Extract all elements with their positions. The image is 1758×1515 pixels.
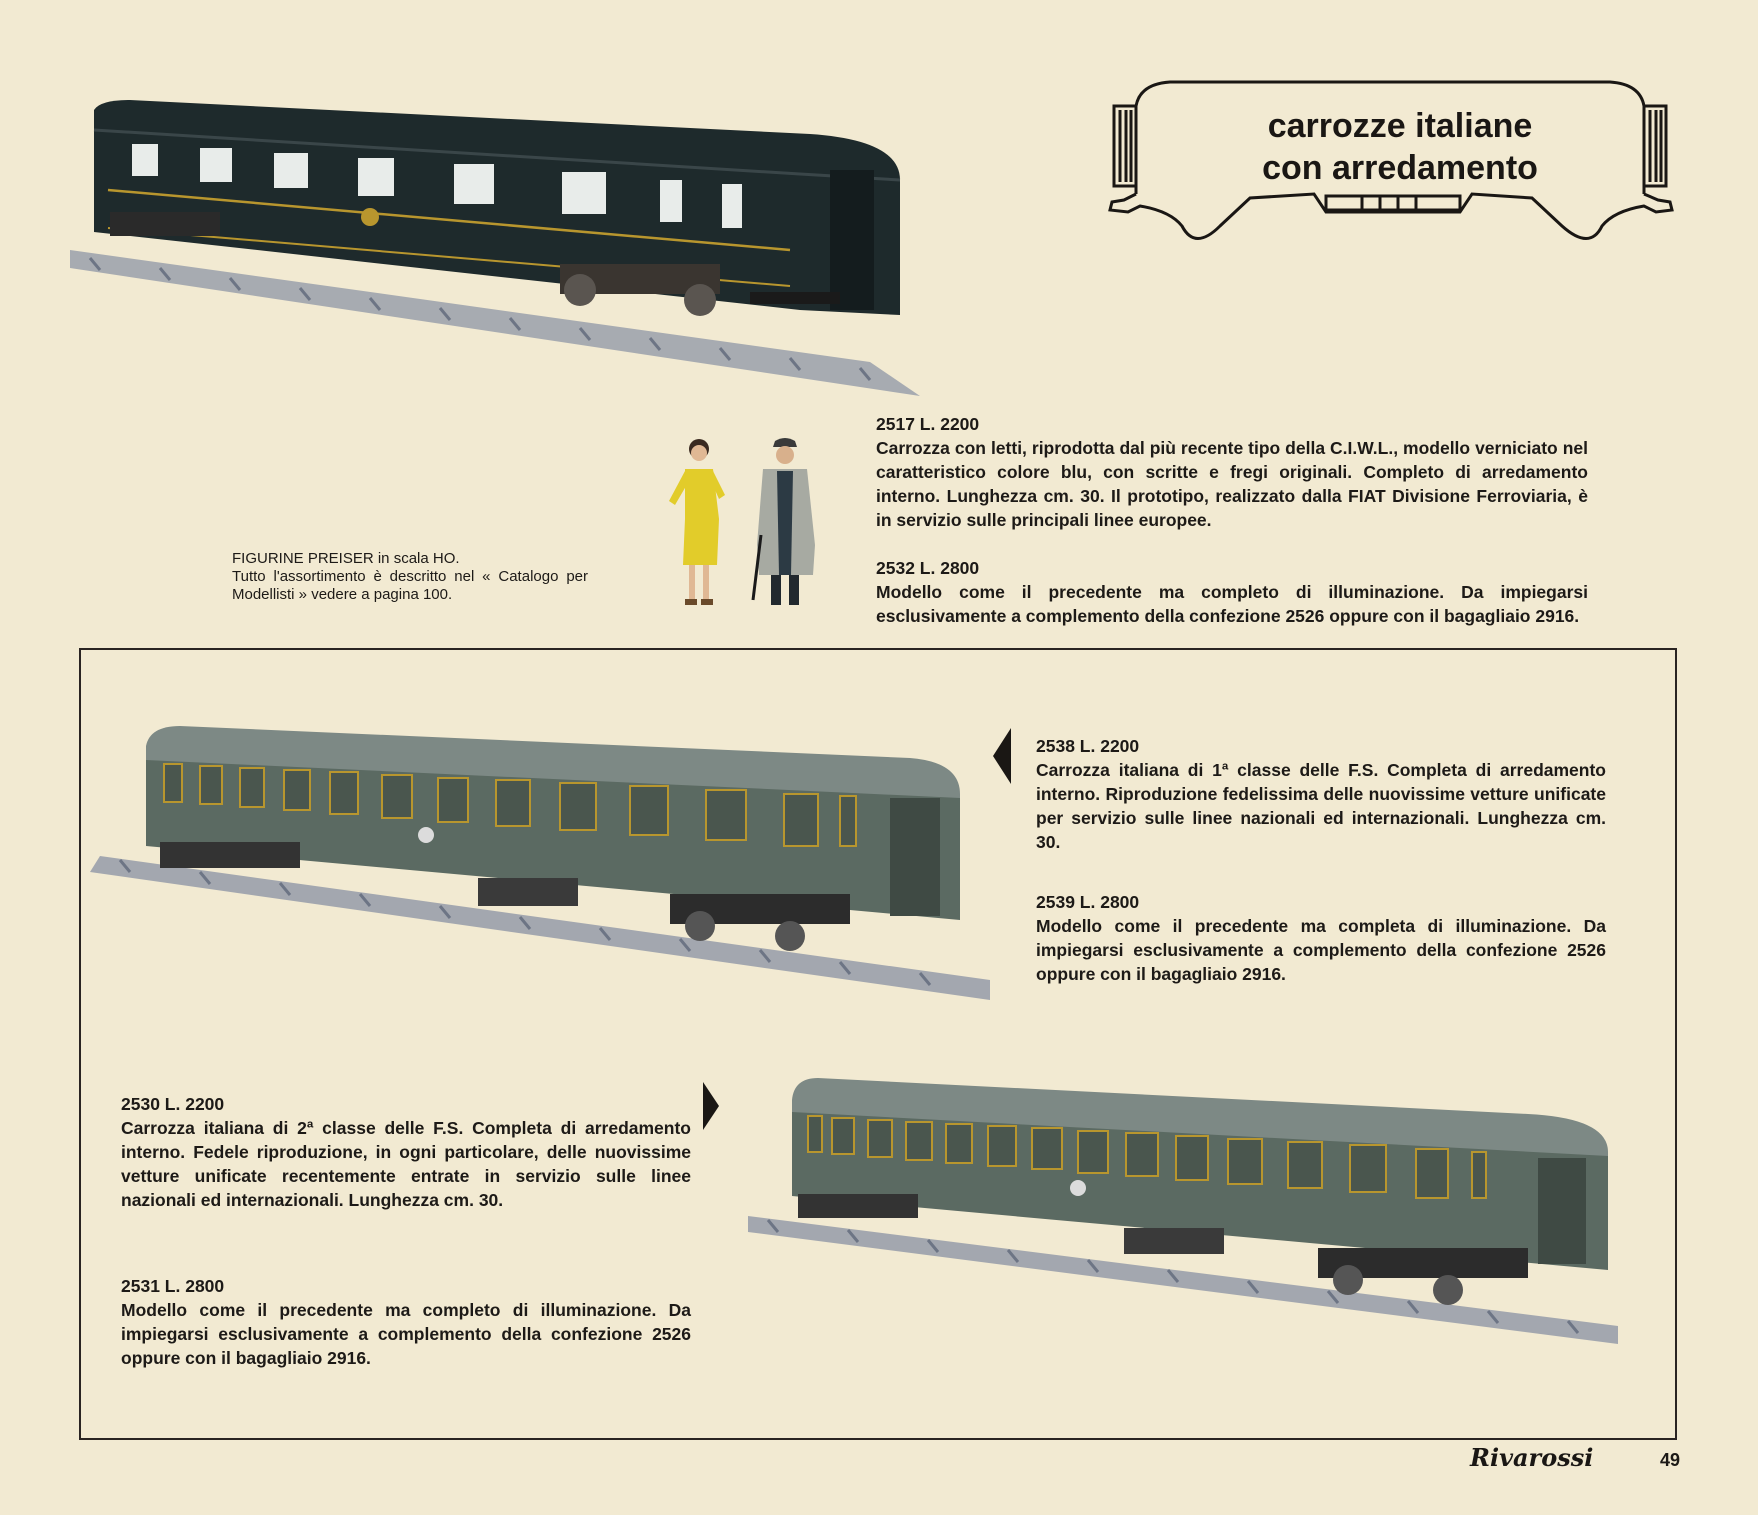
product-description: Carrozza italiana di 2ª classe delle F.S… — [121, 1118, 691, 1210]
figurine-caption-body: Tutto l'assortimento è descritto nel « C… — [232, 568, 588, 603]
coach-outline-emblem — [1108, 80, 1674, 240]
product-code: 2532 L. 2800 — [876, 558, 980, 578]
rivarossi-logo: Rivarossi — [1470, 1443, 1594, 1472]
product-2539: 2539 L. 2800 Modello come il precedente … — [1036, 890, 1606, 986]
figurine-caption: FIGURINE PREISER in scala HO. Tutto l'as… — [232, 550, 588, 604]
preiser-figurines-image — [669, 438, 815, 605]
sleeper-car-image — [70, 100, 920, 396]
product-description: Modello come il precedente ma completa d… — [1036, 916, 1606, 984]
section-title-line1: carrozze italiane — [1267, 107, 1533, 145]
product-2517: 2517 L. 2200 Carrozza con letti, riprodo… — [876, 412, 1588, 532]
first-class-car-image — [90, 726, 990, 1000]
product-description: Modello come il precedente ma completo d… — [121, 1300, 691, 1368]
product-code: 2530 L. 2200 — [121, 1094, 225, 1114]
pointer-arrow-right-icon — [703, 1082, 719, 1130]
product-code: 2517 L. 2200 — [876, 414, 980, 434]
fs-coaches-panel — [79, 648, 1677, 1440]
product-code: 2538 L. 2200 — [1036, 736, 1140, 756]
pointer-arrow-left-icon — [993, 728, 1011, 784]
product-description: Carrozza italiana di 1ª classe delle F.S… — [1036, 760, 1606, 852]
product-2530: 2530 L. 2200 Carrozza italiana di 2ª cla… — [121, 1092, 691, 1212]
product-description: Modello come il precedente ma completo d… — [876, 582, 1588, 626]
section-title: carrozze italiane con arredamento — [1200, 105, 1600, 189]
product-2538: 2538 L. 2200 Carrozza italiana di 1ª cla… — [1036, 734, 1606, 854]
section-title-line2: con arredamento — [1262, 149, 1538, 187]
product-2531: 2531 L. 2800 Modello come il precedente … — [121, 1274, 691, 1370]
page-number: 49 — [1660, 1450, 1681, 1470]
figurine-caption-heading: FIGURINE PREISER in scala HO. — [232, 550, 460, 567]
product-2532: 2532 L. 2800 Modello come il precedente … — [876, 556, 1588, 628]
product-code: 2539 L. 2800 — [1036, 892, 1140, 912]
product-description: Carrozza con letti, riprodotta dal più r… — [876, 438, 1588, 530]
product-code: 2531 L. 2800 — [121, 1276, 225, 1296]
second-class-car-image — [748, 1078, 1618, 1344]
